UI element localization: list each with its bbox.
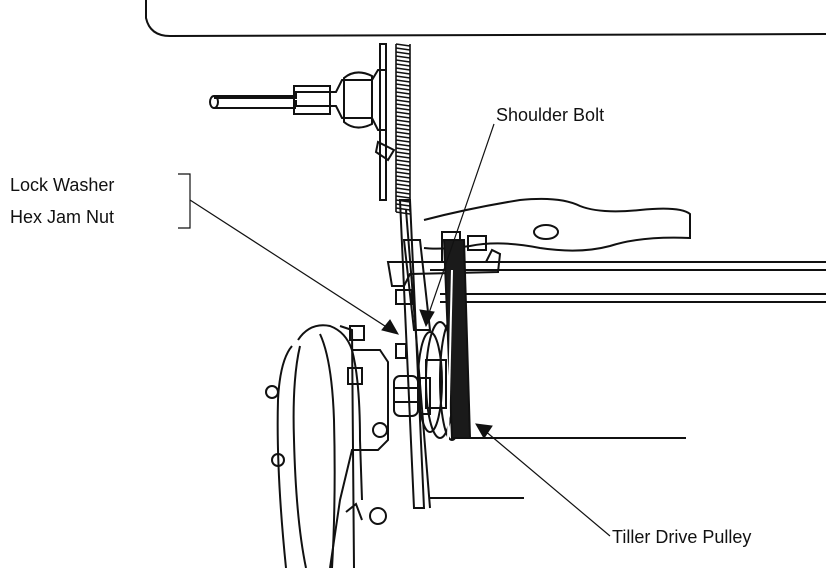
arrow-lock-washer bbox=[381, 319, 400, 335]
tiller-drive-pulley bbox=[417, 239, 472, 441]
label-tiller-drive-pulley: Tiller Drive Pulley bbox=[612, 527, 751, 547]
bracket-lock-hex bbox=[178, 173, 191, 229]
label-shoulder-bolt: Shoulder Bolt bbox=[496, 105, 604, 125]
hub-and-hardware bbox=[393, 343, 431, 417]
spring-outline bbox=[395, 44, 411, 212]
label-hex-jam-nut: Hex Jam Nut bbox=[10, 207, 114, 227]
leader-tiller-pulley bbox=[483, 429, 611, 537]
tiller-housing bbox=[265, 324, 389, 569]
tension-spring bbox=[395, 43, 411, 215]
upper-frame-panel bbox=[145, 0, 826, 38]
arrow-tiller-pulley bbox=[475, 423, 493, 439]
label-lock-washer: Lock Washer bbox=[10, 175, 114, 195]
arrowheads bbox=[381, 309, 493, 439]
idler-arm-linkage bbox=[398, 199, 432, 509]
spring-coils bbox=[395, 43, 411, 215]
leader-shoulder-bolt bbox=[427, 123, 495, 317]
arrow-shoulder-bolt bbox=[419, 309, 435, 328]
control-rod-assembly bbox=[209, 43, 396, 201]
leader-lock-washer bbox=[189, 199, 389, 329]
leader-lines bbox=[178, 123, 611, 537]
engine-deck-plate bbox=[423, 197, 826, 499]
